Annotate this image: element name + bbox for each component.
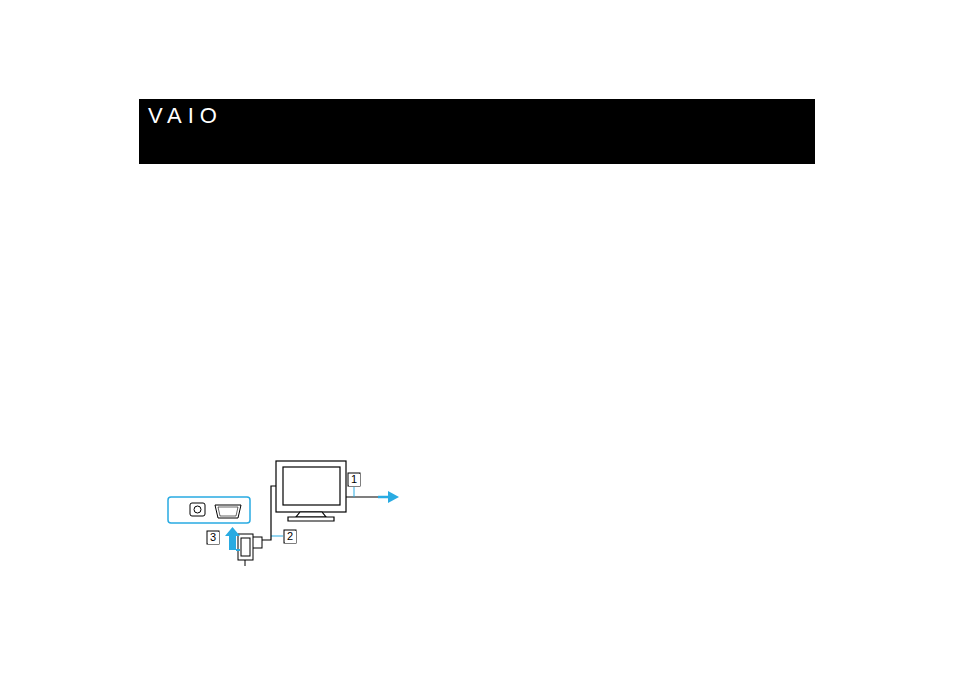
ports [190,503,241,518]
callout-number: 3 [208,532,219,544]
callout-number: 2 [285,531,296,543]
vga-connector [238,534,262,566]
flow-arrow-head [388,491,399,503]
header-bar [139,99,815,164]
leader-line [271,536,283,537]
insert-arrow [236,549,240,551]
callout-box [284,530,296,543]
monitor-cable [262,486,276,540]
brand-logo: VAIO [148,104,223,128]
monitor [276,461,346,521]
callout-box [207,531,219,544]
callout-box [348,473,360,486]
port-panel [168,497,250,523]
callout-number: 1 [349,474,360,486]
leader-line [354,487,355,497]
insert-arrow [225,527,240,550]
power-cable [346,496,380,497]
